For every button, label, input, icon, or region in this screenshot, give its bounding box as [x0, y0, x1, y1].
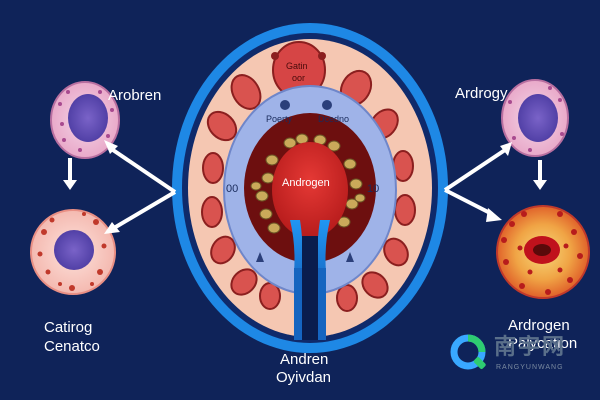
arrow-left-down-head — [63, 180, 77, 190]
arrow-left-diag-2 — [112, 190, 177, 230]
watermark-sub: RANGYUNWANG — [496, 364, 564, 371]
label-top-node-1: Gatin — [286, 61, 308, 71]
label-center-bottom-1: Andren — [280, 351, 329, 368]
watermark: 南宇网 RANGYUNWANG — [448, 328, 588, 384]
right-bottom-cell — [496, 205, 590, 299]
label-left-band-num: 00 — [226, 183, 239, 195]
label-top-node-2: oor — [292, 73, 306, 83]
left-top-cell — [50, 81, 120, 159]
label-left-bottom-1: Catirog — [44, 319, 93, 336]
granules — [250, 133, 366, 234]
arrow-right-diag-2 — [444, 188, 493, 216]
label-upper-right-band: Dcedno — [318, 114, 350, 124]
label-upper-left-band: Poerty — [266, 114, 293, 124]
arrows — [63, 140, 547, 234]
watermark-brand: 南宇网 — [494, 334, 567, 359]
arrow-left-diag-2-head — [104, 222, 120, 234]
label-right-top: Ardrogy — [455, 85, 508, 102]
band-markers — [256, 100, 354, 262]
arrow-right-down-head — [533, 180, 547, 190]
top-node — [271, 41, 326, 99]
androgen-core — [272, 142, 348, 238]
label-right-bottom-1: Ardrogen — [508, 317, 570, 334]
watermark-logo-icon — [450, 334, 486, 370]
label-left-top: Arobren — [108, 87, 162, 104]
arrow-right-diag-1-head — [500, 142, 512, 156]
label-right-band-num: 10 — [367, 183, 380, 195]
lobule-cells — [201, 69, 416, 312]
left-bottom-cell — [30, 209, 116, 295]
label-right-bottom-2: Palycation — [508, 335, 578, 352]
right-top-cell — [501, 79, 569, 157]
arrow-left-diag-1 — [108, 146, 177, 194]
arrow-right-diag-2-head — [486, 208, 502, 222]
label-core: Androgen — [282, 177, 330, 189]
central-organ — [172, 23, 448, 353]
label-left-bottom-2: Cenatco — [44, 338, 100, 355]
arrow-right-diag-1 — [443, 148, 507, 192]
label-center-bottom-2: Oyivdan — [276, 369, 332, 386]
ducts — [290, 220, 330, 340]
arrow-left-diag-1-head — [104, 140, 118, 154]
